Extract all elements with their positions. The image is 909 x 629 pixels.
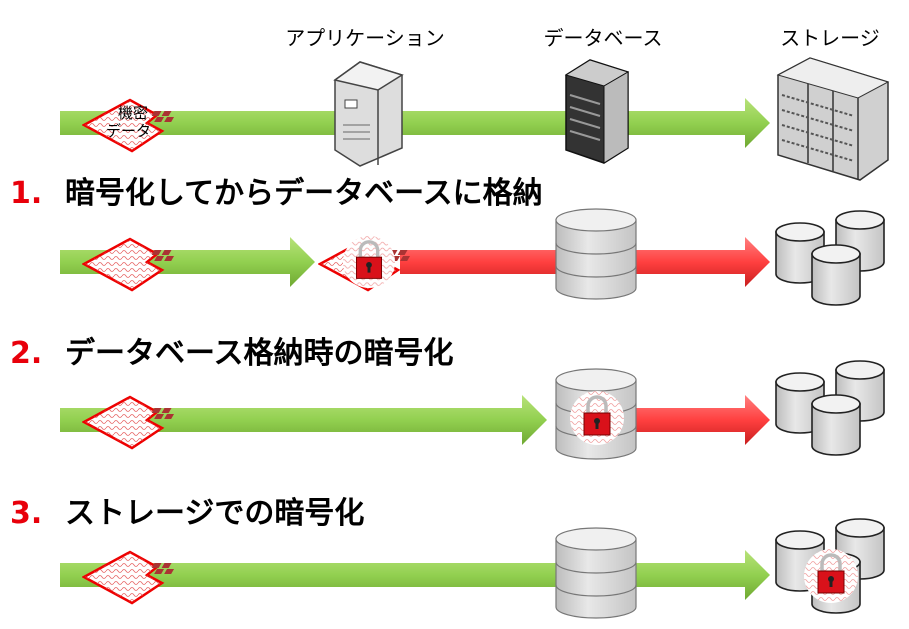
lock-icon <box>803 548 859 604</box>
document-label-line1: 機密 <box>118 104 148 122</box>
database-cylinder-icon <box>555 208 637 300</box>
application-server-icon <box>333 61 404 167</box>
section-1-title: 暗号化してからデータベースに格納 <box>65 176 543 211</box>
flow-section-2 <box>60 361 884 460</box>
label-database: データベース <box>544 26 663 50</box>
section-2-title: データベース格納時の暗号化 <box>65 336 454 371</box>
green-arrow <box>60 550 770 600</box>
lock-icon <box>342 235 396 289</box>
document-label-line2: データ <box>106 122 151 140</box>
storage-cylinders-icon <box>776 361 884 455</box>
storage-array-icon <box>776 57 890 181</box>
label-storage: ストレージ <box>780 26 880 50</box>
green-arrow <box>60 237 315 287</box>
section-3-title: ストレージでの暗号化 <box>65 496 364 531</box>
flow-section-3 <box>60 519 884 619</box>
storage-cylinders-icon <box>776 211 884 305</box>
flow-overview: 機密 データ <box>60 57 890 181</box>
red-arrow <box>635 395 770 445</box>
lock-icon <box>569 390 625 446</box>
flow-section-1 <box>60 208 884 305</box>
label-application: アプリケーション <box>285 26 445 50</box>
section-3-number: 3. <box>10 496 42 531</box>
database-server-icon <box>564 59 630 164</box>
database-cylinder-icon <box>555 527 637 619</box>
section-2-number: 2. <box>10 336 42 371</box>
section-1-number: 1. <box>10 176 42 211</box>
green-arrow <box>60 395 547 445</box>
green-arrow <box>60 98 770 148</box>
